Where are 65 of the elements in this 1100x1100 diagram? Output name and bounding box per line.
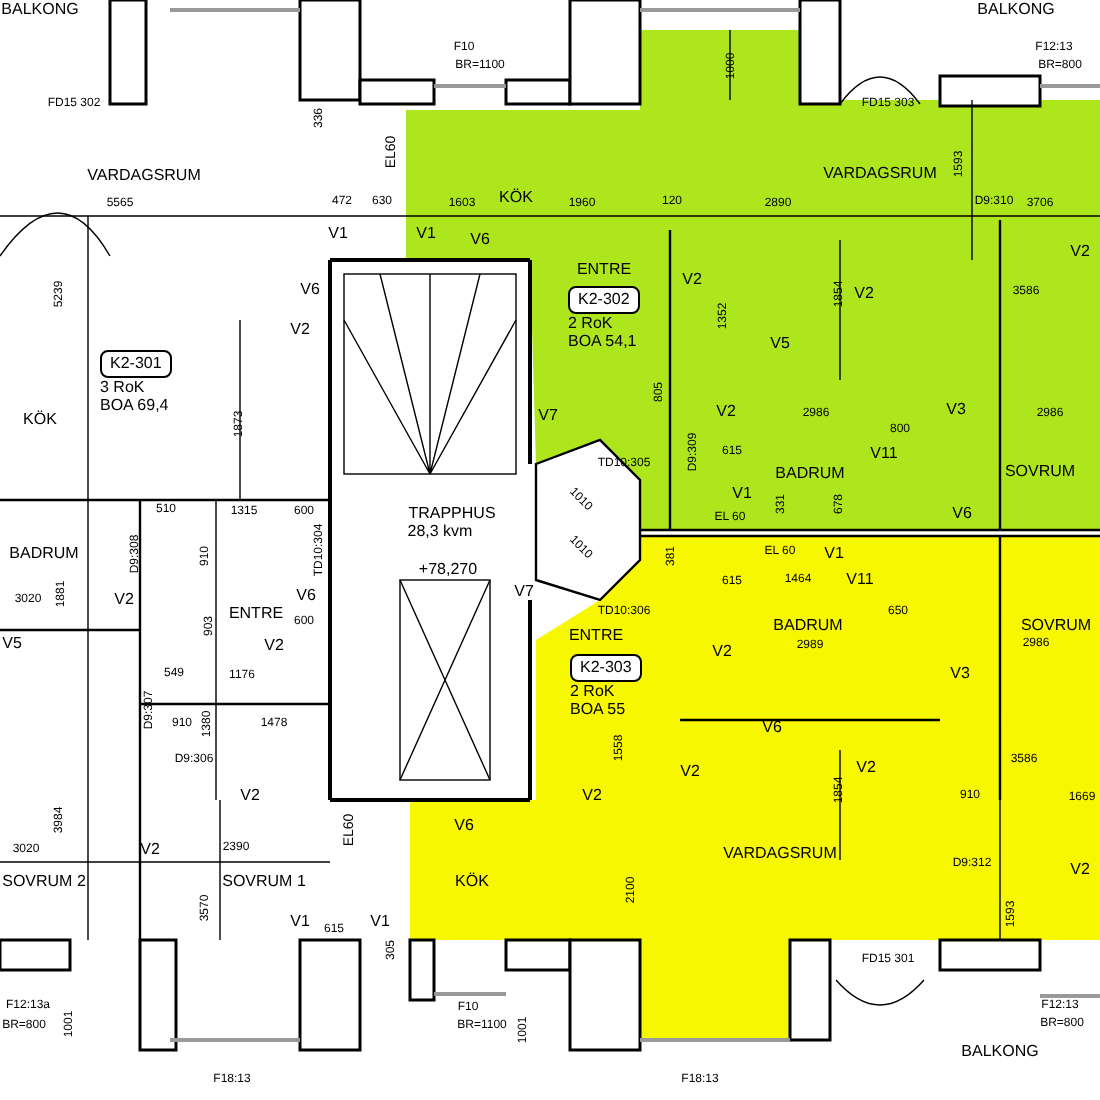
- room-label: BADRUM: [775, 466, 845, 482]
- wall-type-label: V2: [1070, 862, 1090, 878]
- wall-type-label: V6: [296, 588, 316, 604]
- wall-type-label: V2: [682, 272, 702, 288]
- apartment-tag: K2-303: [570, 654, 642, 682]
- wall-type-label: V2: [680, 764, 700, 780]
- apartment-info: BOA 69,4: [100, 396, 169, 414]
- wall-type-label: V1: [416, 226, 436, 242]
- apartment-info: BOA 55: [570, 700, 626, 718]
- wall-type-label: V1: [824, 546, 844, 562]
- wall-type-label: V2: [264, 638, 284, 654]
- wall-type-label: V2: [716, 404, 736, 420]
- apartment-tag: K2-302: [568, 286, 640, 314]
- room-label: KÖK: [499, 190, 533, 206]
- wall-type-label: V6: [762, 720, 782, 736]
- wall-type-label: V2: [854, 286, 874, 302]
- wall-type-label: V6: [300, 282, 320, 298]
- plan-note: +78,270: [418, 562, 478, 578]
- room-label: BADRUM: [773, 618, 843, 634]
- wall-type-label: V1: [290, 914, 310, 930]
- room-label: KÖK: [455, 874, 489, 890]
- room-label: BALKONG: [977, 2, 1055, 18]
- wall-type-label: V2: [856, 760, 876, 776]
- room-label: KÖK: [23, 412, 57, 428]
- wall-type-label: V2: [140, 842, 160, 858]
- room-label: TRAPPHUS: [408, 506, 496, 522]
- wall-type-label: V5: [770, 336, 790, 352]
- room-label: VARDAGSRUM: [823, 166, 937, 182]
- apartment-info: 2 RoK: [570, 682, 615, 700]
- room-label: ENTRE: [228, 606, 284, 622]
- wall-type-label: V2: [582, 788, 602, 804]
- wall-type-label: V6: [952, 506, 972, 522]
- wall-type-label: V7: [514, 584, 534, 600]
- room-label: BADRUM: [9, 546, 79, 562]
- wall-type-label: V2: [290, 322, 310, 338]
- wall-type-label: V3: [950, 666, 970, 682]
- wall-type-label: V3: [946, 402, 966, 418]
- apartment-info: 2 RoK: [568, 314, 613, 332]
- wall-type-label: V6: [470, 232, 490, 248]
- apartment-info: 3 RoK: [100, 378, 145, 396]
- room-label: ENTRE: [568, 628, 624, 644]
- room-label: SOVRUM 2: [2, 874, 86, 890]
- room-label: BALKONG: [1, 2, 79, 18]
- wall-type-label: V11: [846, 572, 874, 588]
- room-label: SOVRUM: [1004, 464, 1076, 480]
- wall-type-label: V7: [538, 408, 558, 424]
- plan-note: 28,3 kvm: [407, 524, 473, 540]
- wall-type-label: V2: [1070, 244, 1090, 260]
- room-label: BALKONG: [961, 1044, 1039, 1060]
- wall-type-label: V11: [870, 446, 898, 462]
- room-label: VARDAGSRUM: [723, 846, 837, 862]
- room-label: SOVRUM 1: [222, 874, 306, 890]
- wall-type-label: V2: [712, 644, 732, 660]
- wall-type-label: V5: [2, 636, 22, 652]
- wall-type-label: V1: [328, 226, 348, 242]
- apartment-info: BOA 54,1: [568, 332, 637, 350]
- wall-type-label: V2: [240, 788, 260, 804]
- wall-type-label: V2: [114, 592, 134, 608]
- apartment-tag: K2-301: [100, 350, 172, 378]
- wall-type-label: V1: [732, 486, 752, 502]
- room-label: ENTRE: [576, 262, 632, 278]
- wall-type-label: V1: [370, 914, 390, 930]
- room-label: VARDAGSRUM: [87, 168, 201, 184]
- room-label: SOVRUM: [1020, 618, 1092, 634]
- wall-type-label: V6: [454, 818, 474, 834]
